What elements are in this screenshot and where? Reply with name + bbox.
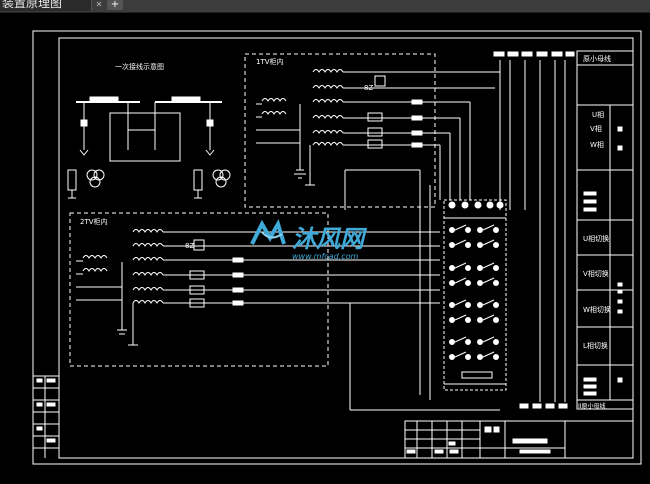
watermark-name: 沐风网 bbox=[292, 225, 368, 253]
phase-label-u: U相 bbox=[592, 110, 604, 119]
cabinet-2tv-box bbox=[69, 212, 329, 367]
cabinet-1tv-label: 1TV柜内 bbox=[256, 57, 284, 66]
title-block-grid bbox=[405, 421, 566, 458]
right-bus-header: 原小母线 bbox=[583, 54, 611, 63]
cad-drawing: 一次接线示意图 1TV柜内 2TV柜内 8Z 8Z 原小母线 U相 V相 W相 … bbox=[32, 30, 642, 465]
tab-drawing[interactable]: 装置原理图 bbox=[0, 0, 92, 11]
cabinet-2tv-label: 2TV柜内 bbox=[80, 217, 108, 226]
switch-label-u: U相切换 bbox=[583, 234, 609, 243]
cabinet-1tv-wiring bbox=[256, 69, 428, 186]
bottom-bus-label: II原小母线 bbox=[578, 402, 606, 410]
plus-icon[interactable]: + bbox=[107, 0, 123, 10]
switch-label-w: W相切换 bbox=[583, 305, 611, 314]
primary-title: 一次接线示意图 bbox=[115, 62, 164, 71]
cabinet-2tv-wiring bbox=[76, 229, 250, 346]
relay-2-label: 8Z bbox=[185, 242, 194, 250]
primary-single-line bbox=[67, 96, 231, 199]
tab-bar: 装置原理图 ✕ + bbox=[0, 0, 650, 13]
right-legend-column bbox=[576, 50, 634, 410]
left-revision-strip bbox=[33, 375, 59, 458]
switch-contacts bbox=[444, 201, 506, 385]
watermark-url: www.mfcad.com bbox=[292, 252, 358, 261]
close-icon[interactable]: ✕ bbox=[95, 0, 103, 9]
cabinet-1tv-box bbox=[244, 53, 436, 208]
switch-label-v: V相切换 bbox=[583, 269, 609, 278]
right-legend-rows bbox=[577, 64, 633, 401]
tab-title: 装置原理图 bbox=[2, 0, 63, 10]
phase-label-w: W相 bbox=[590, 140, 604, 149]
outer-frame bbox=[32, 30, 642, 465]
watermark: 沐风网 www.mfcad.com bbox=[250, 218, 368, 261]
switch-panel bbox=[443, 199, 507, 391]
interconnect-wires bbox=[250, 51, 575, 411]
relay-1-label: 8Z bbox=[364, 84, 373, 92]
phase-label-v: V相 bbox=[590, 124, 602, 133]
mfcad-logo-icon bbox=[250, 218, 286, 245]
switch-label-l: L相切换 bbox=[583, 341, 608, 350]
